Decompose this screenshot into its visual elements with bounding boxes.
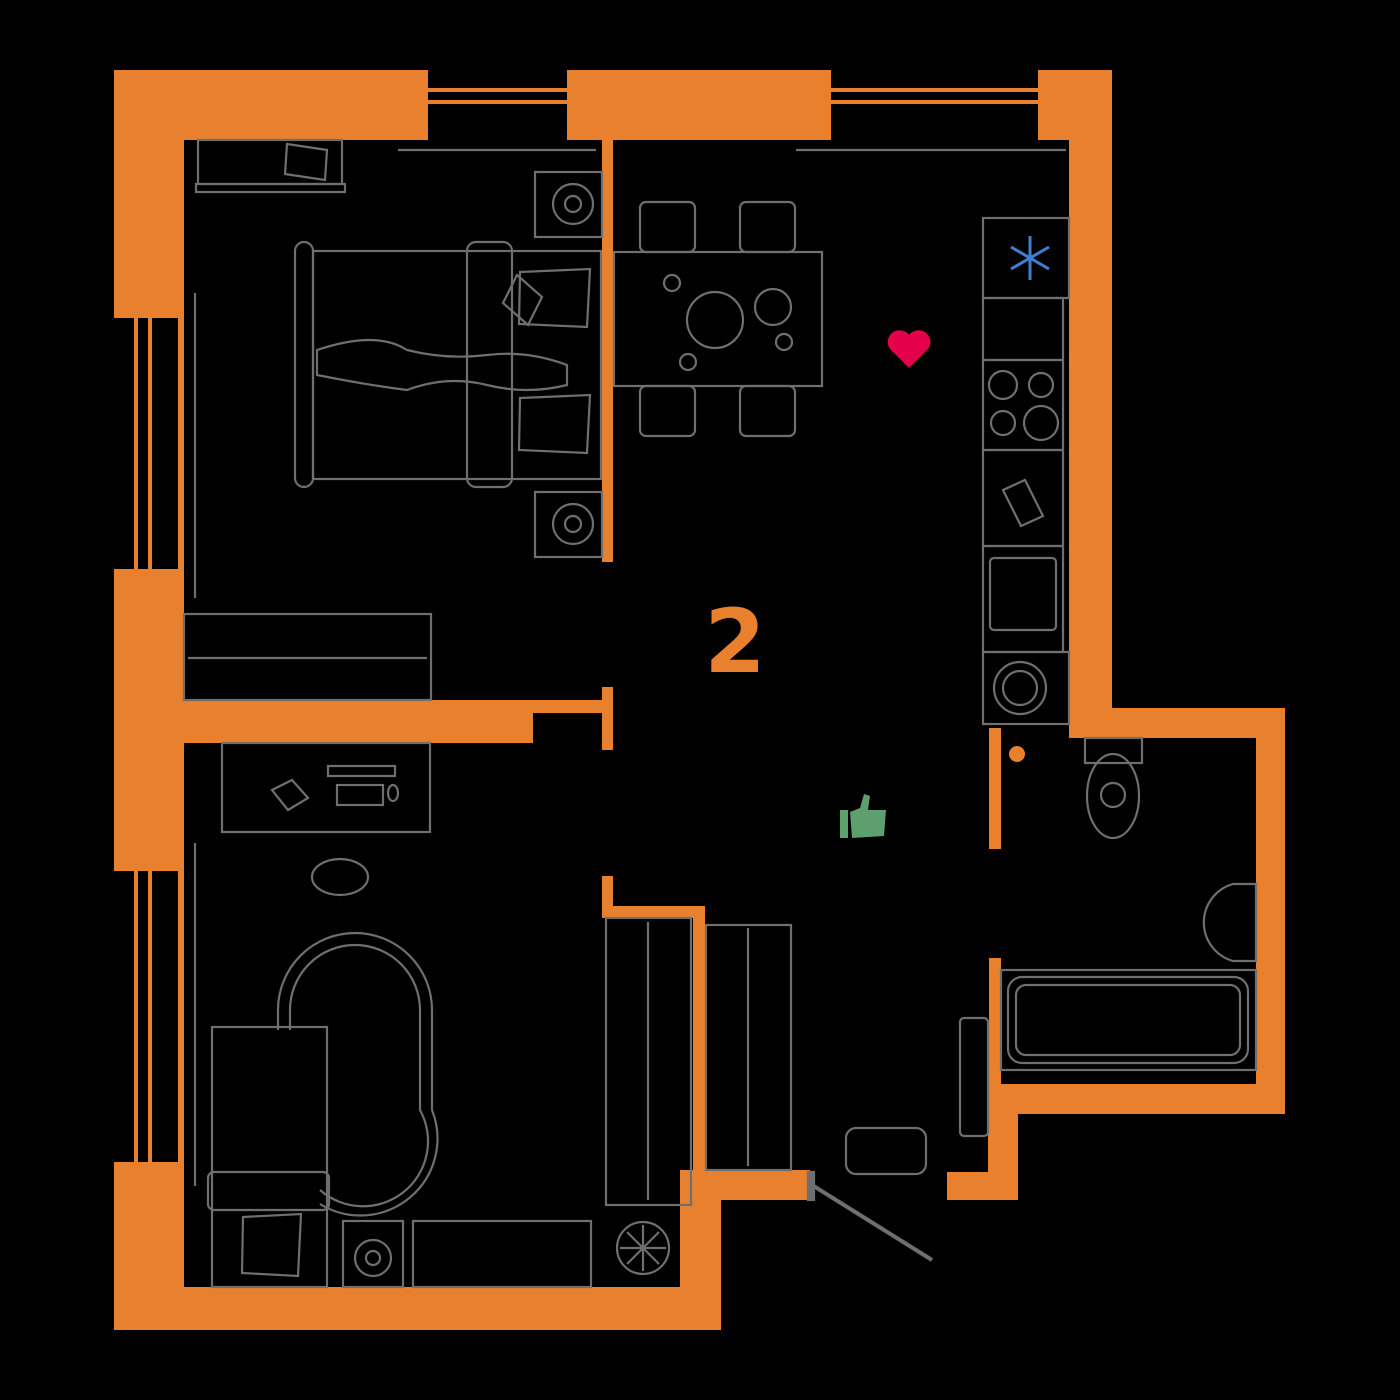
- book-icon: [283, 142, 329, 182]
- washbasin-icon: [1202, 882, 1258, 963]
- wardrobe-icon: [182, 612, 433, 702]
- plant-icon: [615, 1220, 671, 1276]
- shelf-icon: [196, 138, 344, 186]
- kitchen-unit-icon: [981, 216, 1071, 726]
- room-count-label: 2: [704, 590, 766, 693]
- cutting-board-icon: [1001, 478, 1045, 528]
- toilet-icon: [1083, 736, 1144, 765]
- dining-table-icon: [612, 200, 824, 438]
- washing-machine-icon: [981, 650, 1071, 726]
- office-chair-icon: [310, 857, 370, 897]
- nightstand-icon: [533, 490, 604, 559]
- cabinet-icon: [341, 1219, 405, 1289]
- double-bed-icon: [293, 240, 603, 489]
- fridge-icon: [981, 216, 1071, 300]
- riser-dot: [1009, 746, 1025, 762]
- curtain-rod-icon: [193, 148, 1066, 1186]
- snowflake-icon: [1010, 236, 1050, 280]
- thumbs-up-icon: [840, 794, 886, 838]
- bathtub-icon: [999, 968, 1258, 1072]
- entry-door-icon: [810, 1183, 934, 1262]
- walls: [114, 70, 1285, 1330]
- wardrobe-icon: [704, 923, 793, 1172]
- headphones-icon: [270, 778, 310, 812]
- rug-icon: [288, 943, 430, 1208]
- furniture: [182, 138, 1258, 1289]
- towel-rail-icon: [958, 1016, 990, 1138]
- ottoman-icon: [844, 1126, 928, 1176]
- wardrobe-icon: [604, 916, 693, 1207]
- nightstand-icon: [533, 170, 604, 239]
- sink-icon: [988, 556, 1058, 632]
- tv-stand-icon: [411, 1219, 593, 1289]
- heart-icon: [887, 330, 931, 368]
- work-desk-icon: [220, 741, 432, 834]
- sofa-icon: [210, 1025, 329, 1289]
